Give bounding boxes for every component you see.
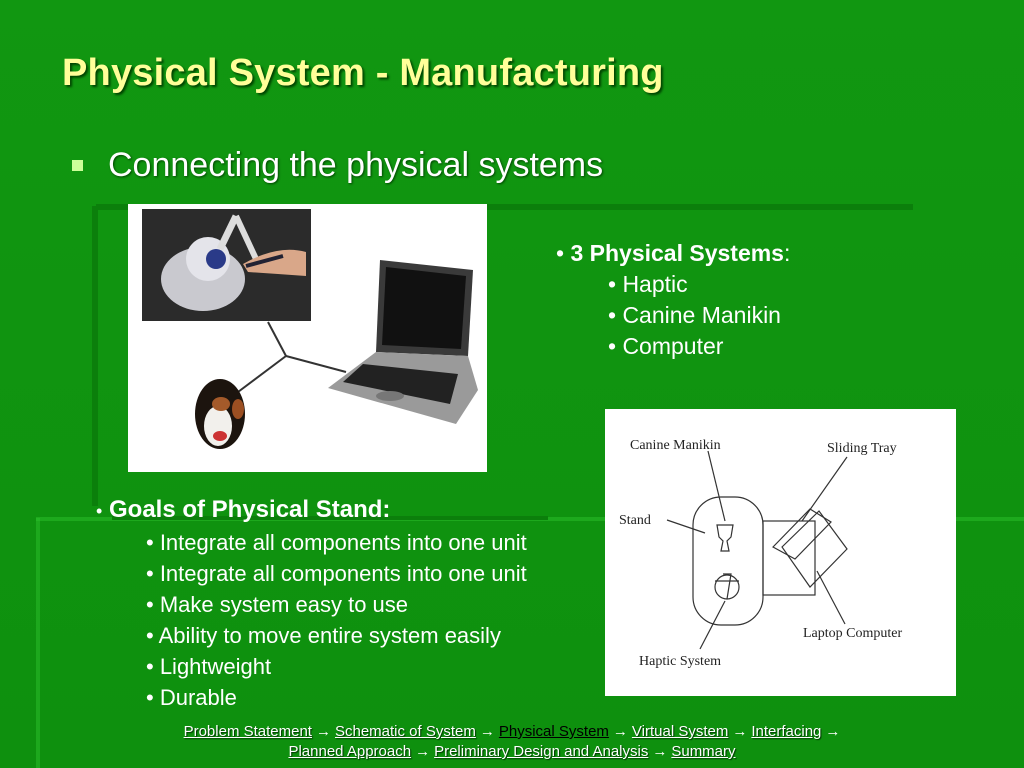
footer-navigation: Problem Statement → Schematic of System … (0, 722, 1024, 762)
nav-link-interfacing[interactable]: Interfacing (751, 723, 822, 740)
arrow-right-icon: → (612, 723, 628, 740)
list-item: • Ability to move entire system easily (146, 623, 501, 648)
list-item: • Canine Manikin (608, 302, 781, 328)
square-bullet-icon (72, 160, 83, 171)
systems-heading-suffix: : (783, 240, 791, 266)
label-haptic-system: Haptic System (639, 654, 721, 669)
nav-link-schematic-of-system[interactable]: Schematic of System (334, 723, 476, 740)
label-laptop-computer: Laptop Computer (803, 626, 902, 641)
list-item: • Make system easy to use (146, 592, 409, 617)
decor-bar-left (36, 518, 40, 768)
arrow-right-icon: → (652, 743, 668, 760)
main-bullet-text: Connecting the physical systems (108, 146, 604, 184)
stand-schematic-drawing: Canine Manikin Sliding Tray Stand Laptop… (619, 438, 902, 669)
nav-link-virtual-system[interactable]: Virtual System (631, 723, 729, 740)
physical-systems-list: • 3 Physical Systems: • Haptic • Canine … (556, 238, 790, 362)
page-title: Physical System - Manufacturing (62, 52, 664, 94)
list-item: • Lightweight (146, 654, 272, 679)
footer-nav-row-1: Problem Statement → Schematic of System … (0, 722, 1024, 742)
systems-heading-text: 3 Physical Systems (570, 240, 784, 266)
nav-link-preliminary-design[interactable]: Preliminary Design and Analysis (434, 743, 649, 760)
list-item: • Computer (608, 333, 724, 359)
label-sliding-tray: Sliding Tray (827, 441, 897, 456)
label-stand: Stand (619, 513, 651, 528)
label-canine-manikin: Canine Manikin (630, 438, 721, 453)
arrow-right-icon: → (732, 723, 748, 740)
list-item: • Integrate all components into one unit (146, 561, 527, 586)
nav-link-summary[interactable]: Summary (671, 743, 736, 760)
systems-bullet: • (556, 240, 565, 266)
system-photo-illustration (142, 209, 478, 449)
arrow-right-icon: → (315, 723, 331, 740)
nav-link-planned-approach[interactable]: Planned Approach (288, 743, 412, 760)
goals-bullet: • (96, 501, 103, 521)
physical-systems-heading: • 3 Physical Systems: (556, 238, 790, 269)
arrow-right-icon: → (479, 723, 495, 740)
stand-schematic-diagram: Canine Manikin Sliding Tray Stand Laptop… (605, 409, 956, 696)
list-item: • Integrate all components into one unit (146, 530, 527, 555)
goals-heading-text: Goals of Physical Stand: (108, 496, 391, 523)
decor-bar-vertical (92, 206, 98, 506)
goals-heading: • Goals of Physical Stand: (96, 494, 527, 527)
main-bullet: Connecting the physical systems (72, 146, 603, 185)
system-photo (128, 204, 487, 472)
list-item: • Haptic (608, 271, 688, 297)
list-item: • Durable (146, 685, 237, 710)
footer-nav-row-2: Planned Approach → Preliminary Design an… (0, 742, 1024, 762)
nav-link-problem-statement[interactable]: Problem Statement (183, 723, 312, 740)
decor-bar-top (96, 204, 913, 210)
arrow-right-icon: → (825, 723, 841, 740)
arrow-right-icon: → (415, 743, 431, 760)
goals-list: • Goals of Physical Stand: • Integrate a… (96, 494, 527, 713)
decor-bar-goals (112, 516, 548, 520)
nav-link-physical-system-current[interactable]: Physical System (498, 723, 609, 740)
